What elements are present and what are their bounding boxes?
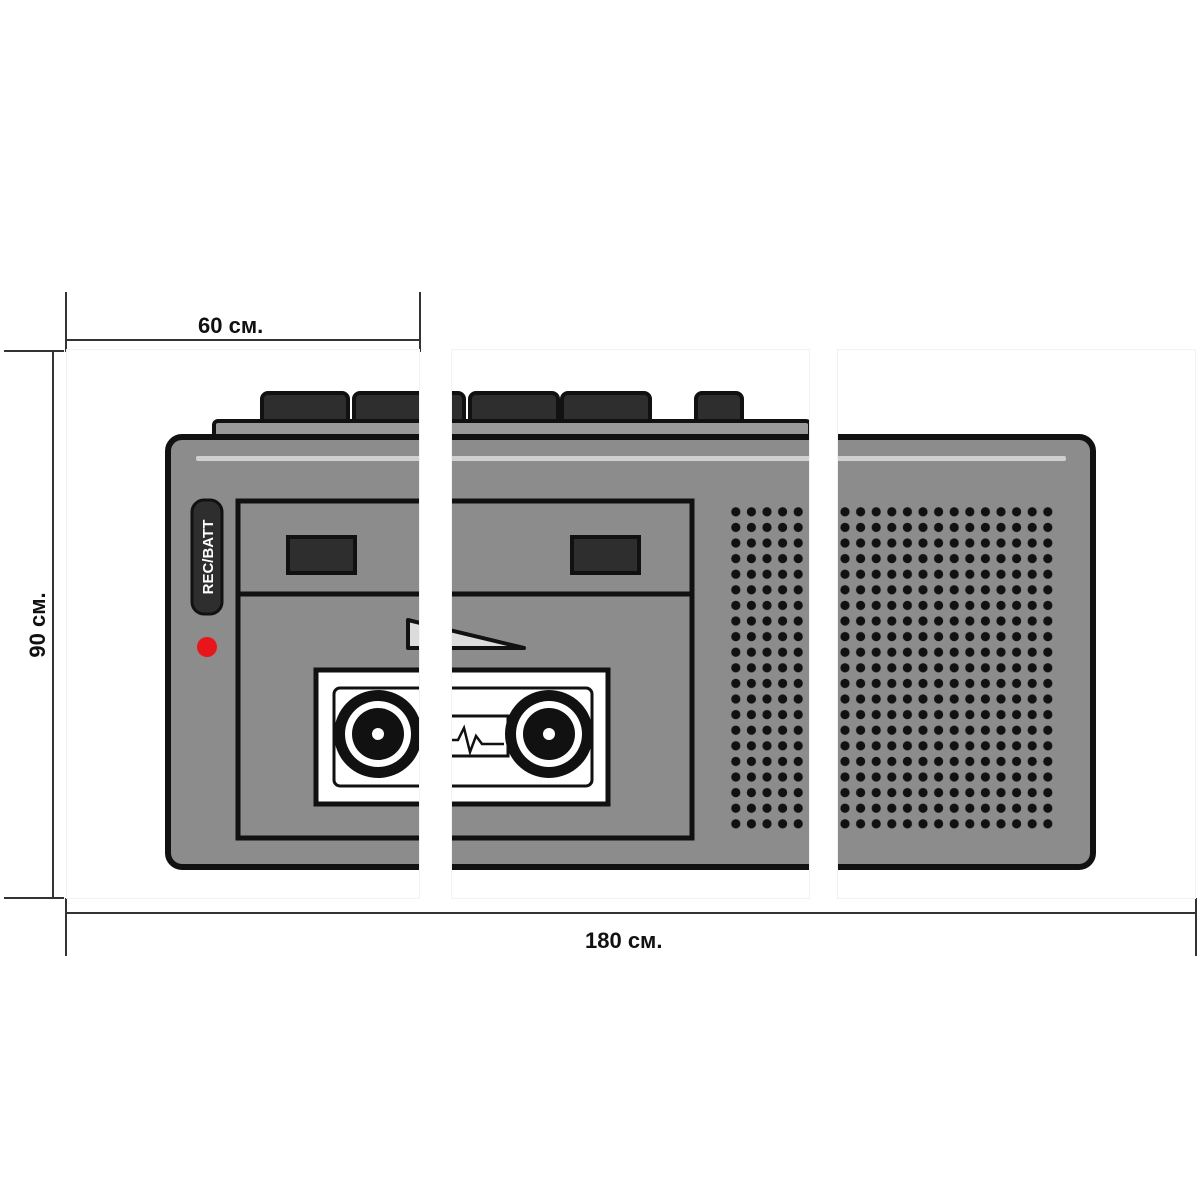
panel-width-tick-left: [65, 292, 67, 352]
recorder-illustration-part-3: [838, 350, 1195, 898]
panel-width-label: 60 см.: [198, 313, 264, 338]
height-tick-bottom: [4, 897, 64, 899]
panel-width-tick-right: [419, 292, 421, 352]
canvas-panel-3: [838, 350, 1195, 898]
recorder-illustration-part-2: [452, 350, 809, 898]
total-width-label: 180 см.: [585, 928, 663, 953]
panel-width-line: [65, 339, 421, 341]
canvas-panel-1: [67, 350, 419, 898]
recorder-illustration-part-1: [67, 350, 419, 898]
width-line: [65, 912, 1197, 914]
height-line: [52, 350, 54, 899]
width-tick-left: [65, 898, 67, 956]
canvas-panel-2: [452, 350, 809, 898]
height-tick-top: [4, 350, 64, 352]
width-tick-right: [1195, 898, 1197, 956]
height-label: 90 см.: [25, 592, 50, 658]
